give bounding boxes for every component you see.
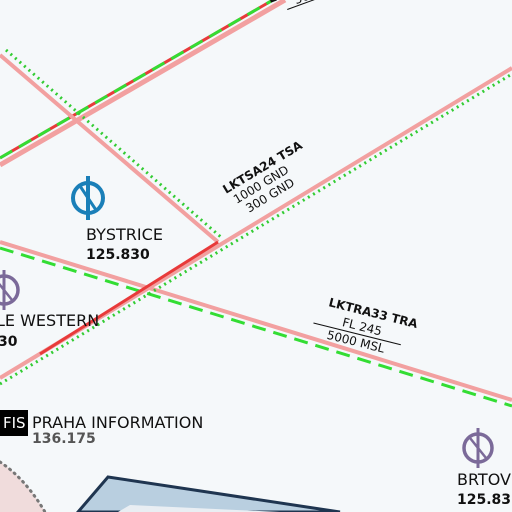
airport-name: BYSTRICE (86, 225, 163, 244)
limit-separator (287, 0, 331, 10)
airport-symbol-icon[interactable] (68, 176, 108, 220)
tra-boundary-pink (0, 240, 512, 402)
airport-name: BRTOV (457, 470, 511, 489)
restricted-zone-shading (0, 462, 45, 512)
controlled-zone-inner (118, 505, 280, 512)
fis-frequency: 136.175 (32, 431, 96, 447)
tsa-boundary-band (0, 0, 287, 168)
fis-name: PRAHA INFORMATION (32, 413, 203, 432)
fis-badge-label: FIS (3, 414, 26, 432)
controlled-zone (76, 475, 341, 512)
airport-frequency: 125.83 (457, 492, 511, 508)
fis-badge (0, 410, 28, 436)
airport-symbol-icon[interactable] (462, 428, 494, 468)
zone-boundary-dotted (0, 460, 47, 512)
tsa24-boundary-dotted (0, 72, 512, 386)
airport-name: LE WESTERN (0, 311, 99, 330)
tsa-boundary-dashed (0, 0, 276, 160)
limit-separator (313, 322, 401, 346)
airport-symbol-icon[interactable] (0, 270, 20, 310)
airport-frequency: 30 (0, 334, 18, 350)
tra-boundary-dashed (0, 246, 512, 408)
airspace-edge-pink (0, 53, 220, 244)
tsa24-boundary-red-segment (39, 240, 219, 356)
airspace-id: L (266, 0, 278, 6)
airport-frequency: 125.830 (86, 247, 150, 263)
